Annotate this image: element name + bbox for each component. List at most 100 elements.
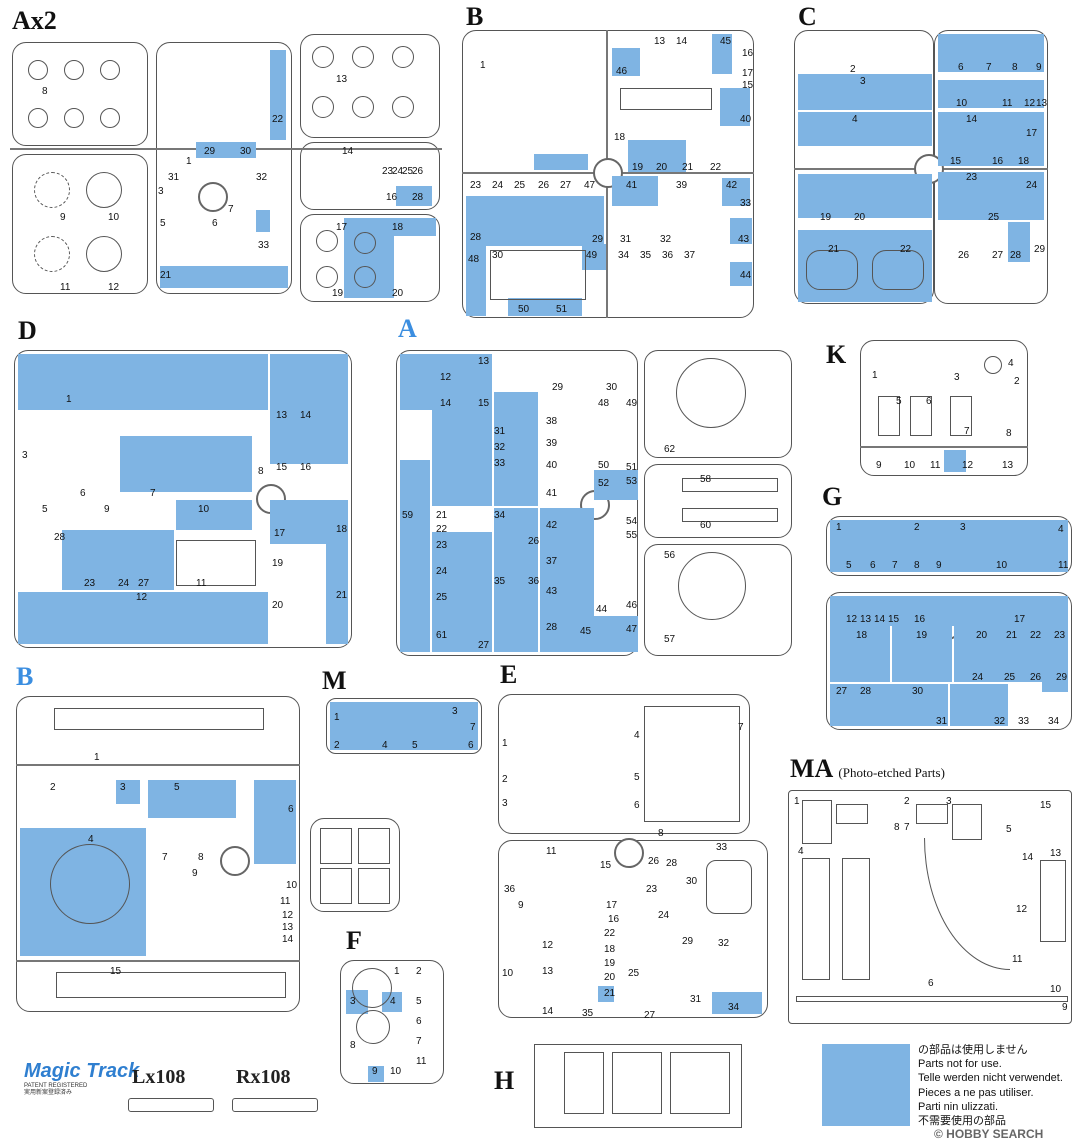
part-number: 23	[382, 166, 394, 177]
part-number: 14	[342, 146, 354, 157]
part-number: 40	[546, 460, 558, 471]
b-bottom-gate	[220, 846, 250, 876]
part-number: 14	[282, 934, 294, 945]
part-number: 15	[600, 860, 612, 871]
part-number: 30	[686, 876, 698, 887]
part-number: 26	[412, 166, 424, 177]
part-number: 13	[478, 356, 490, 367]
part-number: 13	[1002, 460, 1014, 471]
part-number: 4	[1058, 524, 1064, 535]
part-number: 39	[546, 438, 558, 449]
part-number: 18	[336, 524, 348, 535]
part-number: 14	[966, 114, 978, 125]
part-number: 4	[634, 730, 640, 741]
part-number: 6	[212, 218, 218, 229]
part-number: 13	[276, 410, 288, 421]
part-number: 9	[60, 212, 66, 223]
part-number: 16	[742, 48, 754, 59]
part-number: 9	[1036, 62, 1042, 73]
part-number: 3	[946, 796, 952, 807]
part-number: 25	[436, 592, 448, 603]
part-number: 24	[658, 910, 670, 921]
part-number: 10	[956, 98, 968, 109]
part-number: 11	[416, 1056, 427, 1067]
part-number: 43	[546, 586, 558, 597]
part-number: 29	[1056, 672, 1068, 683]
part-number: 35	[640, 250, 652, 261]
part-number: 43	[738, 234, 750, 245]
part-number: 3	[158, 186, 164, 197]
part-number: 13	[1036, 98, 1048, 109]
part-number: 47	[626, 624, 638, 635]
part-number: 9	[372, 1066, 378, 1077]
part-number: 36	[528, 576, 540, 587]
part-number: 18	[604, 944, 616, 955]
part-number: 47	[584, 180, 596, 191]
part-number: 42	[546, 520, 558, 531]
part-number: 3	[502, 798, 508, 809]
sprue-label-e: E	[500, 660, 518, 689]
sprue-label-b-top: B	[466, 2, 484, 31]
part-number: 12	[1016, 904, 1028, 915]
part-number: 24	[436, 566, 448, 577]
part-number: 31	[168, 172, 180, 183]
part-number: 8	[198, 852, 204, 863]
part-number: 50	[598, 460, 610, 471]
part-number: 23	[646, 884, 658, 895]
part-number: 15	[276, 462, 288, 473]
part-number: 21	[160, 270, 172, 281]
part-number: 15	[478, 398, 490, 409]
part-number: 27	[478, 640, 490, 651]
track-left-label: Lx108	[132, 1066, 186, 1088]
part-number: 28	[546, 622, 558, 633]
part-number: 13	[654, 36, 666, 47]
hull-h-part	[534, 1044, 742, 1128]
part-number: 2	[1014, 376, 1020, 387]
ax2-gate	[198, 182, 228, 212]
part-number: 27	[836, 686, 848, 697]
part-number: 2	[416, 966, 422, 977]
part-number: 23	[1054, 630, 1066, 641]
part-number: 6	[80, 488, 86, 499]
part-number: 11	[60, 282, 71, 293]
part-number: 5	[160, 218, 166, 229]
part-number: 39	[676, 180, 688, 191]
part-number: 12	[542, 940, 554, 951]
part-number: 58	[700, 474, 712, 485]
part-number: 4	[798, 846, 804, 857]
part-number: 2	[502, 774, 508, 785]
part-number: 5	[416, 996, 422, 1007]
part-number: 12	[108, 282, 120, 293]
part-number: 12	[136, 592, 148, 603]
part-number: 36	[504, 884, 516, 895]
part-number: 33	[740, 198, 752, 209]
ma-title: MA	[790, 754, 832, 783]
part-number: 15	[888, 614, 900, 625]
part-number: 14	[874, 614, 886, 625]
part-number: 19	[916, 630, 928, 641]
part-number: 17	[606, 900, 618, 911]
part-number: 22	[604, 928, 616, 939]
part-number: 2	[50, 782, 56, 793]
part-number: 16	[992, 156, 1004, 167]
part-number: 10	[904, 460, 916, 471]
e-gate	[614, 838, 644, 868]
sprue-label-f: F	[346, 926, 362, 955]
part-number: 22	[1030, 630, 1042, 641]
part-number: 24	[392, 166, 404, 177]
part-number: 21	[1006, 630, 1018, 641]
part-number: 37	[546, 556, 558, 567]
part-number: 20	[604, 972, 616, 983]
part-number: 51	[556, 304, 568, 315]
sprue-label-h: H	[494, 1066, 515, 1095]
part-number: 7	[738, 722, 744, 733]
part-number: 7	[416, 1036, 422, 1047]
part-number: 7	[150, 488, 156, 499]
part-number: 28	[412, 192, 424, 203]
part-number: 10	[996, 560, 1008, 571]
part-number: 30	[240, 146, 252, 157]
part-number: 17	[1026, 128, 1038, 139]
part-number: 21	[604, 988, 616, 999]
part-number: 7	[470, 722, 476, 733]
part-number: 27	[992, 250, 1004, 261]
